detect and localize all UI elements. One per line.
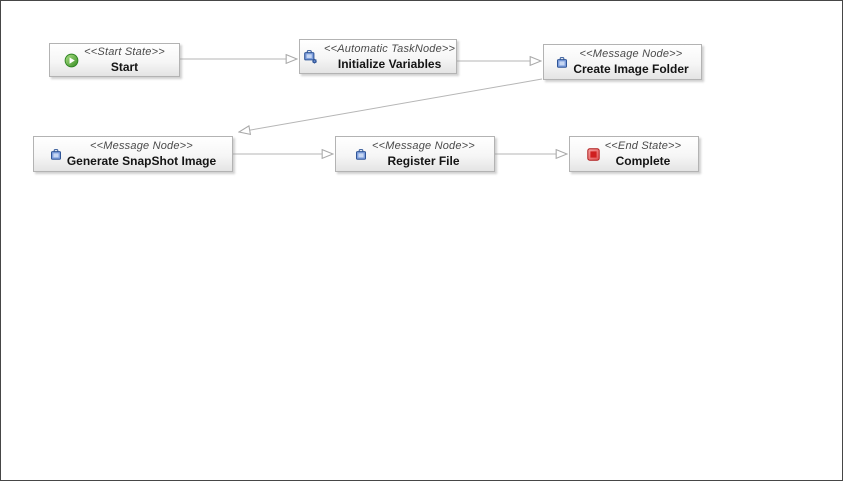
- node-register-file[interactable]: <<Message Node>> Register File: [335, 136, 495, 172]
- node-stereotype: <<Message Node>>: [90, 140, 193, 152]
- transition-createfolder-to-snapshot[interactable]: [239, 78, 543, 132]
- node-label: Complete: [615, 154, 671, 168]
- end-stop-icon: [586, 147, 600, 161]
- start-play-icon: [64, 53, 79, 68]
- node-stereotype: <<Message Node>>: [372, 140, 475, 152]
- node-label: Initialize Variables: [337, 56, 442, 71]
- node-stereotype: <<End State>>: [604, 140, 682, 152]
- node-label: Start: [110, 60, 139, 74]
- node-initialize-variables[interactable]: <<Automatic TaskNode>> Initialize Variab…: [299, 39, 457, 74]
- node-label: Create Image Folder: [573, 62, 689, 76]
- node-generate-snapshot-image[interactable]: <<Message Node>> Generate SnapShot Image: [33, 136, 233, 172]
- node-label: Register File: [387, 154, 460, 168]
- node-complete[interactable]: <<End State>> Complete: [569, 136, 699, 172]
- node-stereotype: <<Start State>>: [84, 46, 165, 58]
- message-node-icon: [556, 56, 568, 69]
- node-label: Generate SnapShot Image: [66, 154, 217, 168]
- node-start[interactable]: <<Start State>> Start: [49, 43, 180, 77]
- message-node-icon: [355, 148, 367, 161]
- node-stereotype: <<Automatic TaskNode>>: [324, 42, 456, 55]
- node-create-image-folder[interactable]: <<Message Node>> Create Image Folder: [543, 44, 702, 80]
- node-stereotype: <<Message Node>>: [579, 48, 683, 60]
- message-node-icon: [50, 148, 62, 161]
- automatic-task-gear-icon: [303, 49, 319, 65]
